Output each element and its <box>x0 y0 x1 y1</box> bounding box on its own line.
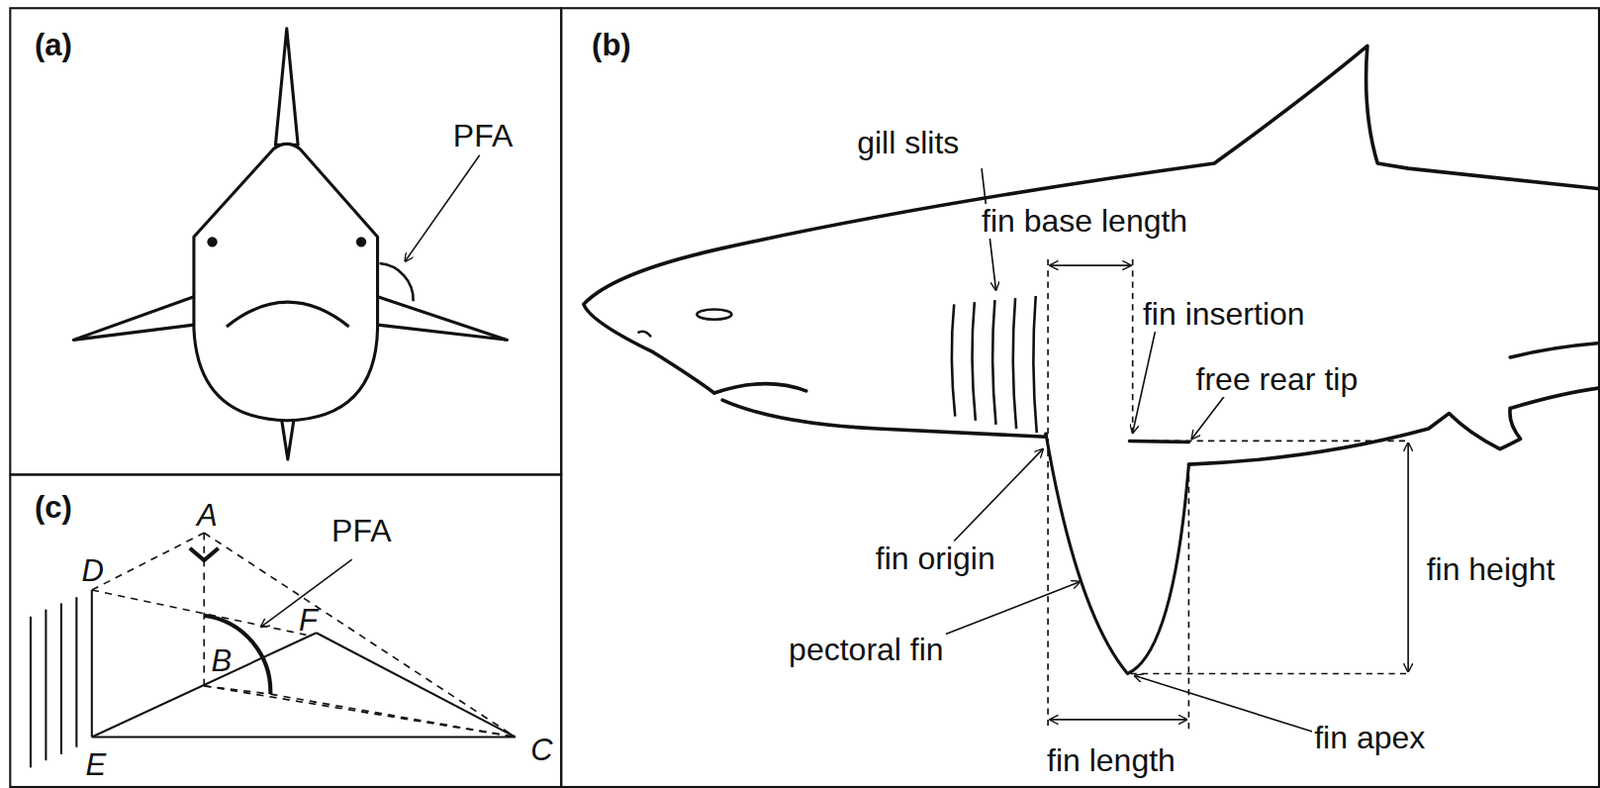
part-label: fin insertion <box>1140 296 1308 332</box>
part-label: pectoral fin <box>786 632 946 667</box>
dimension-label: fin height <box>1424 552 1558 587</box>
part-label: free rear tip <box>1194 362 1361 397</box>
panel-letter: (b) <box>589 28 634 63</box>
point-label: C <box>528 733 555 767</box>
dimension-label: fin length <box>1044 743 1178 778</box>
point-label: B <box>208 644 234 678</box>
panel-letter: (c) <box>32 490 75 525</box>
part-label: gill slits <box>854 125 961 161</box>
angle-label: PFA <box>451 118 515 154</box>
panel-letter: (a) <box>32 28 75 63</box>
point-label: E <box>84 748 109 782</box>
point-label: D <box>79 554 105 588</box>
part-label: fin origin <box>873 541 998 576</box>
angle-label: PFA <box>329 513 393 549</box>
part-label: fin apex <box>1312 720 1427 755</box>
point-label: F <box>296 603 320 638</box>
dimension-label: fin base length <box>979 203 1190 239</box>
point-label: A <box>194 498 220 533</box>
